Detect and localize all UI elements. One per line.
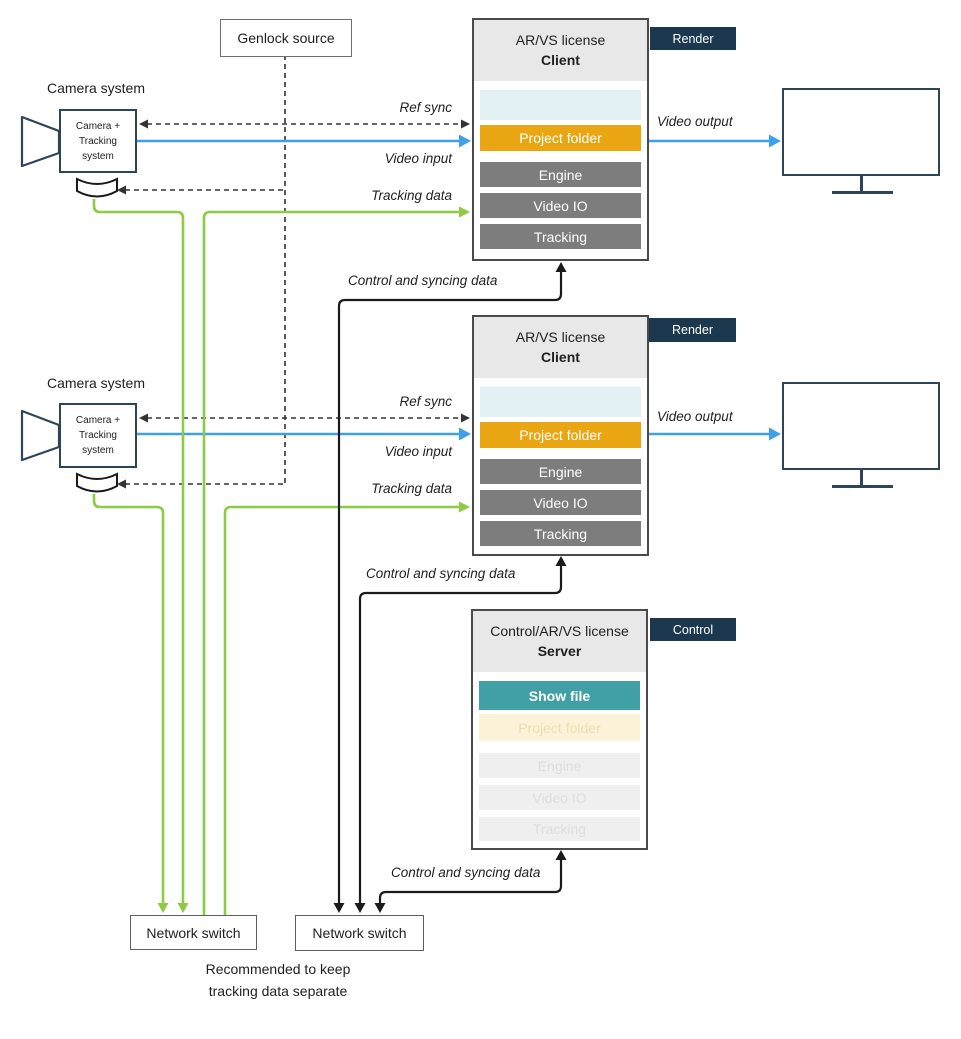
client2-engine-row: Engine <box>480 459 641 484</box>
camera2-label-line1: Camera + <box>75 415 121 426</box>
control-syncing-label-3: Control and syncing data <box>391 865 541 880</box>
client2-tracking-row: Tracking <box>480 521 641 546</box>
control-line-client1 <box>337 272 563 903</box>
video-input-label-2: Video input <box>384 444 452 459</box>
ref-sync-label-2: Ref sync <box>399 394 452 409</box>
control-line-server <box>378 860 563 903</box>
server-tracking-row: Tracking <box>479 817 640 841</box>
server-control-tag: Control <box>650 618 736 641</box>
server-project-folder-row: Project folder <box>479 714 640 741</box>
client2-license: AR/VS license <box>515 329 606 345</box>
client1-showfile-row-empty <box>480 90 641 120</box>
camera2-label-line3: system <box>82 445 114 456</box>
client2-render-tag: Render <box>649 318 736 342</box>
network-switch-tracking: Network switch <box>130 915 257 950</box>
monitor1-base <box>832 191 893 194</box>
client2-showfile-row-empty <box>480 387 641 417</box>
control-line-client2 <box>358 566 563 903</box>
client1-role: Client <box>541 52 580 68</box>
server-engine-row: Engine <box>479 753 640 778</box>
control-syncing-label-1: Control and syncing data <box>348 273 498 288</box>
tracking-line-switch-to-client2 <box>223 505 461 915</box>
client1-video-io-row: Video IO <box>480 193 641 218</box>
server-header: Control/AR/VS license Server <box>473 611 646 672</box>
tracking-data-label-1: Tracking data <box>371 188 452 203</box>
server-box: Control/AR/VS license Server Show file P… <box>471 609 648 850</box>
tracking-data-label-2: Tracking data <box>371 481 452 496</box>
camera1-body: Camera + Tracking system <box>59 109 137 173</box>
server-video-io-row: Video IO <box>479 785 640 810</box>
camera1-lens-icon <box>20 115 61 168</box>
video-input-label-1: Video input <box>384 151 452 166</box>
camera1-title: Camera system <box>46 80 146 96</box>
client1-box: AR/VS license Client Project folder Engi… <box>472 18 649 261</box>
camera1-label-line3: system <box>82 150 114 162</box>
monitor1-icon <box>782 88 940 176</box>
client1-project-folder-row: Project folder <box>480 125 641 151</box>
client2-header: AR/VS license Client <box>474 317 647 378</box>
genlock-source-label: Genlock source <box>237 30 335 46</box>
monitor2-stand <box>860 470 863 486</box>
client1-render-tag: Render <box>650 27 736 50</box>
tracking-line-camera1-to-switch <box>92 199 185 903</box>
video-output-label-2: Video output <box>657 409 733 424</box>
client2-box: AR/VS license Client Project folder Engi… <box>472 315 649 556</box>
camera2-tracking-head-icon <box>76 472 118 493</box>
network-switch-control: Network switch <box>295 915 424 951</box>
camera2-lens-icon <box>20 409 61 462</box>
camera2-body: Camera + Tracking system <box>59 403 137 468</box>
tracking-note: Recommended to keep tracking data separa… <box>168 959 388 1002</box>
green-arrowheads <box>157 206 470 913</box>
black-arrowheads <box>333 262 567 913</box>
client1-header: AR/VS license Client <box>474 20 647 81</box>
camera1-tracking-head-icon <box>76 177 118 198</box>
monitor2-base <box>832 485 893 488</box>
camera2-label-line2: Tracking <box>79 430 117 441</box>
ref-sync-label-1: Ref sync <box>399 100 452 115</box>
server-role: Server <box>537 643 582 659</box>
server-license: Control/AR/VS license <box>490 623 629 639</box>
client1-tracking-row: Tracking <box>480 224 641 249</box>
tracking-note-line1: Recommended to keep <box>205 961 351 977</box>
tracking-note-line2: tracking data separate <box>208 982 348 999</box>
client1-license: AR/VS license <box>515 32 606 48</box>
monitor2-icon <box>782 382 940 470</box>
camera2-title: Camera system <box>46 375 146 391</box>
camera1-label-line2: Tracking <box>79 135 117 147</box>
client2-project-folder-row: Project folder <box>480 422 641 448</box>
tracking-line-camera2-to-switch <box>92 494 165 903</box>
blue-arrowheads <box>459 134 781 441</box>
genlock-source-box: Genlock source <box>220 19 352 57</box>
client2-role: Client <box>541 349 580 365</box>
video-output-label-1: Video output <box>657 114 733 129</box>
client1-engine-row: Engine <box>480 162 641 187</box>
monitor1-stand <box>860 176 863 192</box>
tracking-line-switch-to-client1 <box>202 210 461 915</box>
client2-video-io-row: Video IO <box>480 490 641 515</box>
dashed-arrowheads <box>117 119 470 489</box>
server-show-file-row: Show file <box>479 681 640 710</box>
camera1-label-line1: Camera + <box>75 120 121 132</box>
control-syncing-label-2: Control and syncing data <box>366 566 516 581</box>
